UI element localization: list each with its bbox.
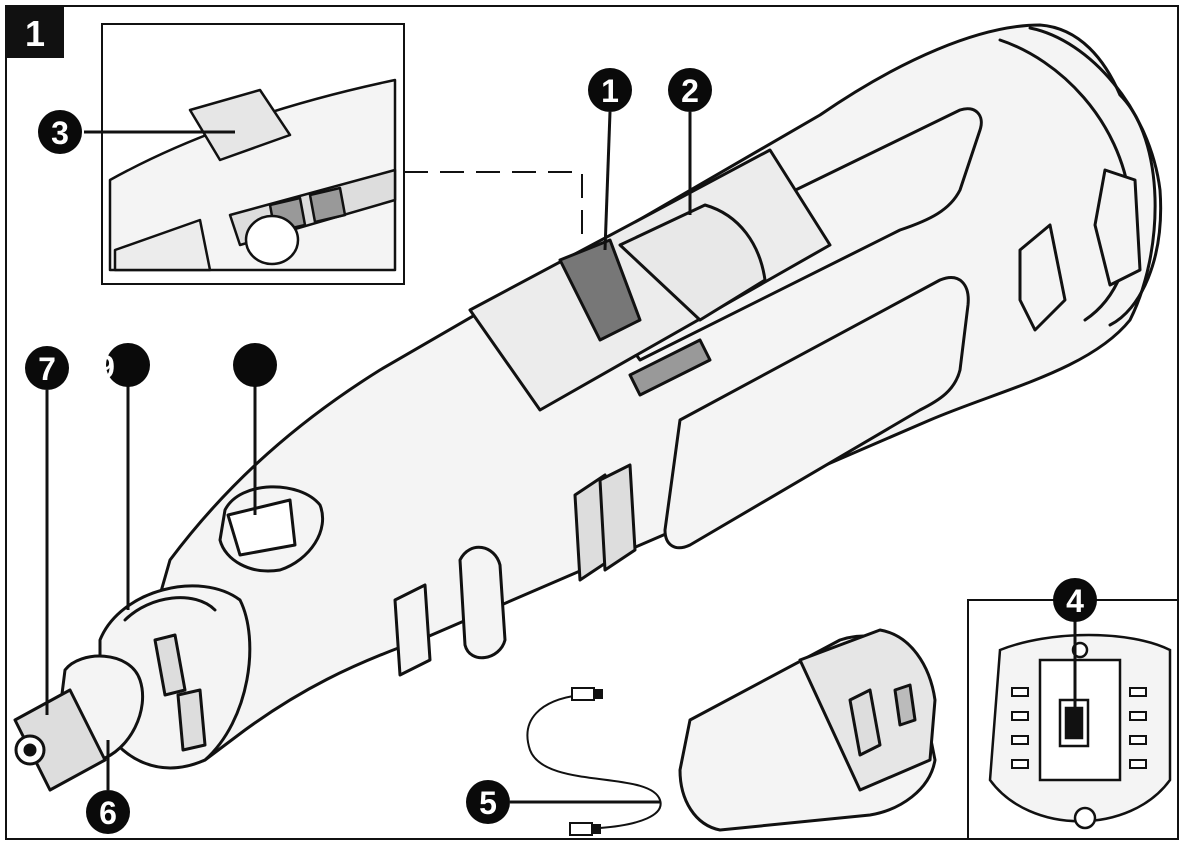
rotary-tool-body <box>13 23 1163 792</box>
callout-1-label: 1 <box>601 73 619 109</box>
callout-7: 7 <box>25 346 69 390</box>
callout-3: 3 <box>38 110 82 154</box>
callout-1: 1 <box>588 68 632 112</box>
callout-6-label: 6 <box>99 795 117 831</box>
callout-9-label: 9 <box>97 349 115 385</box>
callout-9: 9 <box>97 343 150 387</box>
figure-number: 1 <box>25 13 45 54</box>
figure-number-tab: 1 <box>6 6 64 58</box>
callout-5: 5 <box>466 780 510 824</box>
callout-7-label: 7 <box>38 351 56 387</box>
usb-port-detail <box>967 599 1179 840</box>
leader-lines <box>45 111 1077 804</box>
callout-5-label: 5 <box>479 785 497 821</box>
callout-4-label: 4 <box>1066 583 1084 619</box>
callout-4: 4 <box>1053 578 1097 622</box>
callout-blank <box>233 343 277 387</box>
usb-charging-cable <box>526 687 662 836</box>
switch-detail-inset <box>101 23 405 285</box>
callout-3-label: 3 <box>51 115 69 151</box>
callout-6: 6 <box>86 790 130 834</box>
inset-connector-dashed <box>404 171 583 240</box>
battery-pack <box>678 628 937 832</box>
callout-2-label: 2 <box>681 73 699 109</box>
callout-2: 2 <box>668 68 712 112</box>
